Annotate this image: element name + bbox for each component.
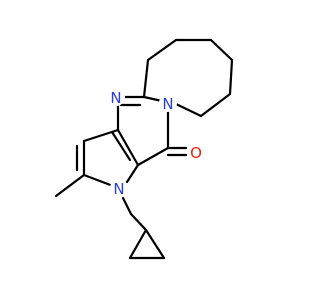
atom-label-o-carbonyl: O bbox=[190, 144, 202, 162]
bond-azepane-6 bbox=[199, 92, 232, 118]
bond-c-n-ring bbox=[142, 95, 164, 103]
molecule-diagram: N N N O bbox=[54, 38, 234, 260]
bond-cyclopropyl-1 bbox=[128, 228, 148, 260]
bond-azepane-7 bbox=[174, 102, 203, 118]
bond-pyrrole-1 bbox=[82, 128, 120, 143]
atom-o-carbonyl: O bbox=[187, 143, 205, 162]
bond-cyclopropyl-3 bbox=[144, 228, 166, 260]
bond-carbonyl-c-ring bbox=[136, 146, 170, 167]
bond-azepane-5 bbox=[228, 58, 234, 96]
atom-n-imine: N bbox=[107, 88, 125, 107]
atom-n-ring: N bbox=[159, 94, 177, 113]
bond-methyl bbox=[54, 173, 86, 198]
bond-azepane-1 bbox=[142, 58, 150, 99]
atom-label-n-ring: N bbox=[162, 95, 173, 113]
bond-n-ch2 bbox=[121, 196, 133, 216]
bond-azepane-2 bbox=[146, 38, 178, 62]
bond-pyrrole-4 bbox=[125, 163, 140, 184]
bond-pyrrole-3 bbox=[82, 173, 115, 188]
atom-n-pyrrole: N bbox=[110, 179, 128, 198]
atom-label-n-pyrrole: N bbox=[113, 180, 124, 198]
bonds bbox=[54, 38, 234, 260]
bond-ring-fusion bbox=[116, 128, 140, 167]
bond-ch2-cyclopropyl bbox=[129, 212, 148, 232]
atom-label-n-imine: N bbox=[110, 89, 121, 107]
bond-fusion-double bbox=[110, 130, 132, 162]
bond-azepane-4 bbox=[209, 38, 234, 62]
